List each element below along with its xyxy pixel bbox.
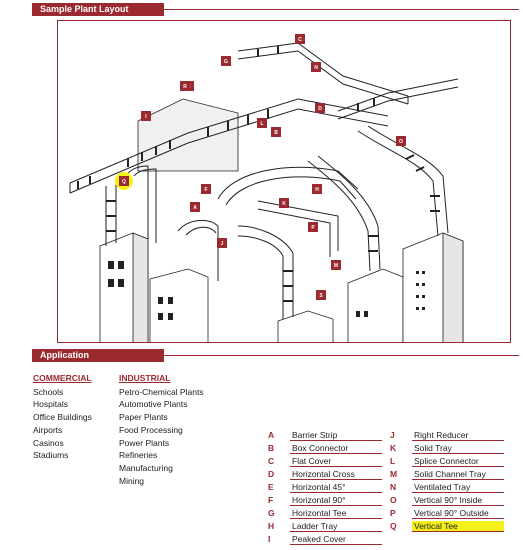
- list-item: Food Processing: [119, 424, 183, 435]
- diagram-tag-q: Q: [119, 176, 129, 186]
- building-right-a: [347, 268, 404, 342]
- diagram-tag-n: N: [311, 62, 321, 72]
- legend-label: Right Reducer: [412, 430, 504, 441]
- diagram-tag-label: P: [311, 225, 315, 231]
- diagram-tag-label: G: [224, 59, 228, 65]
- list-item: Stadiums: [33, 450, 69, 461]
- list-item: Mining: [119, 475, 145, 486]
- list-item: Power Plants: [119, 437, 170, 448]
- building-front: [277, 310, 334, 342]
- legend-label: Horizontal 90°: [290, 495, 382, 506]
- legend-letter: F: [268, 495, 274, 505]
- list-item: Casinos: [33, 437, 64, 448]
- diagram-tag-i: I: [141, 111, 151, 121]
- header-rule: [164, 355, 519, 356]
- list-item: Petro-Chemical Plants: [119, 386, 204, 397]
- diagram-tag-l: L: [257, 118, 267, 128]
- diagram-tag-s: S: [316, 290, 326, 300]
- commercial-title: COMMERCIAL: [33, 373, 92, 383]
- plant-layout-diagram: ABCDEFGHIJKLMNOPQRS: [57, 20, 511, 343]
- legend-label: Peaked Cover: [290, 534, 382, 545]
- diagram-tag-d: D: [315, 103, 325, 113]
- diagram-tag-h: H: [312, 184, 322, 194]
- legend-letter: J: [390, 430, 395, 440]
- diagram-tag-o: O: [396, 136, 406, 146]
- diagram-tag-b: B: [271, 127, 281, 137]
- list-item: Manufacturing: [119, 462, 173, 473]
- diagram-tag-a: A: [190, 202, 200, 212]
- legend-label: Horizontal Cross: [290, 469, 382, 480]
- legend-letter: K: [390, 443, 397, 453]
- list-item: Hospitals: [33, 399, 68, 410]
- diagram-tag-f: F: [201, 184, 211, 194]
- diagram-tag-label: K: [282, 201, 286, 207]
- legend-letter: H: [268, 521, 275, 531]
- industrial-title: INDUSTRIAL: [119, 373, 171, 383]
- legend-label: Box Connector: [290, 443, 382, 454]
- list-item: Paper Plants: [119, 412, 168, 423]
- header-rule: [164, 9, 519, 10]
- diagram-tag-label: Q: [122, 179, 126, 185]
- diagram-tag-m: M: [331, 260, 341, 270]
- diagram-tag-label: R: [183, 84, 187, 90]
- diagram-tag-label: F: [204, 187, 207, 193]
- legend-letter: Q: [390, 521, 397, 531]
- diagram-tag-j: J: [217, 238, 227, 248]
- legend-letter: G: [268, 508, 275, 518]
- diagram-tag-label: I: [145, 114, 147, 120]
- legend-letter: E: [268, 482, 274, 492]
- diagram-tag-label: C: [298, 37, 302, 43]
- legend-label: Ladder Tray: [290, 521, 382, 532]
- diagram-tag-label: N: [314, 65, 318, 71]
- legend-label: Solid Channel Tray: [412, 469, 504, 480]
- legend-letter: A: [268, 430, 275, 440]
- legend-label: Vertical 90° Inside: [412, 495, 504, 506]
- legend-letter: B: [268, 443, 275, 453]
- legend-label: Vertical Tee: [412, 521, 504, 532]
- diagram-tag-label: S: [319, 293, 323, 299]
- building-middle: [149, 268, 209, 342]
- industrial-list: INDUSTRIAL Petro-Chemical Plants Automot…: [119, 372, 239, 487]
- list-item: Automotive Plants: [119, 399, 188, 410]
- legend-letter: O: [390, 495, 397, 505]
- diagram-tag-label: M: [334, 263, 338, 269]
- diagram-tag-p: P: [308, 222, 318, 232]
- legend-label: Horizontal 45°: [290, 482, 382, 493]
- diagram-tag-label: B: [274, 130, 278, 136]
- cable-tray-illustration: ABCDEFGHIJKLMNOPQRS: [69, 34, 464, 342]
- list-item: Refineries: [119, 450, 158, 461]
- diagram-tag-r: R: [180, 81, 190, 91]
- commercial-list: COMMERCIAL Schools Hospitals Office Buil…: [33, 372, 113, 462]
- legend-label: Solid Tray: [412, 443, 504, 454]
- diagram-tag-c: C: [295, 34, 305, 44]
- section-header-layout: Sample Plant Layout: [32, 3, 164, 16]
- legend-letter: N: [390, 482, 397, 492]
- legend-label: Horizontal Tee: [290, 508, 382, 519]
- list-item: Schools: [33, 386, 64, 397]
- legend-label: Barrier Strip: [290, 430, 382, 441]
- legend-letter: C: [268, 456, 275, 466]
- list-item: Airports: [33, 424, 63, 435]
- diagram-tag-label: H: [315, 187, 319, 193]
- legend-label: Ventilated Tray: [412, 482, 504, 493]
- diagram-tag-label: D: [318, 106, 322, 112]
- legend-letter: I: [268, 534, 271, 544]
- diagram-tag-label: J: [221, 241, 224, 247]
- legend-label: Vertical 90° Outside: [412, 508, 504, 519]
- diagram-tag-g: G: [221, 56, 231, 66]
- legend-letter: L: [390, 456, 396, 466]
- legend-label: Flat Cover: [290, 456, 382, 467]
- legend-letter: D: [268, 469, 275, 479]
- diagram-tag-k: K: [279, 198, 289, 208]
- legend-letter: M: [390, 469, 398, 479]
- list-item: Office Buildings: [33, 412, 92, 423]
- diagram-tag-label: A: [193, 205, 197, 211]
- legend-label: Splice Connector: [412, 456, 504, 467]
- diagram-tag-label: O: [399, 139, 403, 145]
- section-header-application: Application: [32, 349, 164, 362]
- diagram-tag-label: L: [260, 121, 263, 127]
- legend-letter: P: [390, 508, 396, 518]
